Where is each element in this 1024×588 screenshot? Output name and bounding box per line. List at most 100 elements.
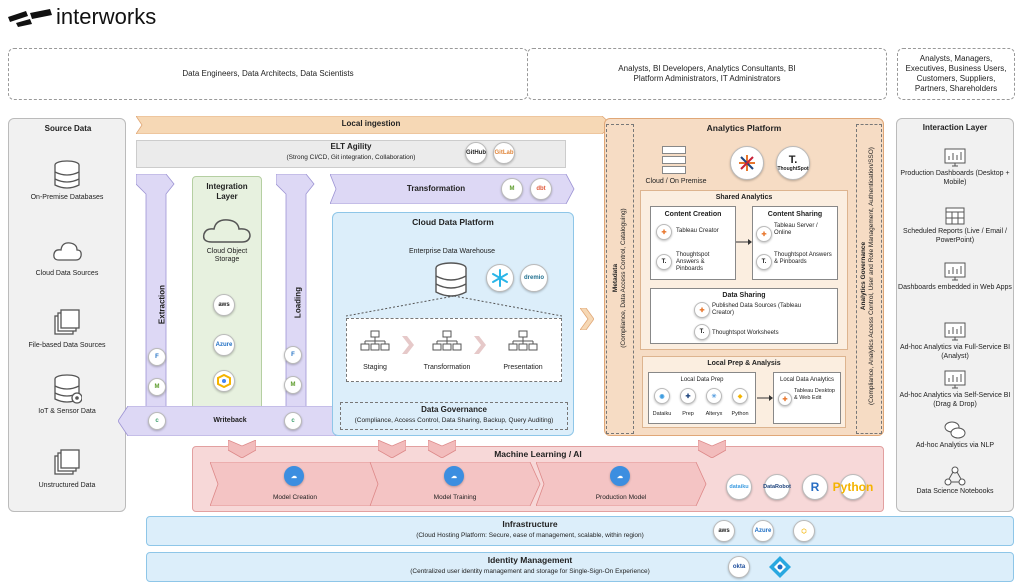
source-title: Source Data: [44, 124, 92, 133]
published-ds-icon: ✚: [694, 302, 710, 318]
census-load-icon: c: [284, 412, 302, 430]
interaction-item-label: Production Dashboards (Desktop + Mobile): [900, 170, 1010, 186]
local-data-analytics-title: Local Data Analytics: [779, 377, 835, 383]
infra-title: Infrastructure: [502, 519, 558, 529]
local-prep-title: Local Prep & Analysis: [707, 360, 781, 367]
local-data-prep-title: Local Data Prep: [680, 377, 724, 383]
azure-ad-icon: [769, 556, 791, 578]
okta-icon: okta: [728, 556, 750, 578]
source-item-label: IoT & Sensor Data: [38, 408, 96, 415]
thoughtspot-creator-label: Thoughtspot Answers & Pinboards: [676, 252, 710, 272]
local-ingestion-arrow: [136, 116, 613, 134]
governance-subtitle: (Compliance, Access Control, Data Sharin…: [354, 417, 554, 424]
loading-arrow: [276, 174, 315, 436]
edw-fan-lines: [346, 296, 562, 317]
persona-engineers: Data Engineers, Data Architects, Data Sc…: [8, 48, 528, 100]
hierarchy-icon: [432, 330, 462, 351]
cloud-icon: [53, 242, 82, 261]
interaction-title: Interaction Layer: [922, 123, 988, 132]
brand-logo: interworks: [8, 4, 168, 30]
source-item-label: Unstructured Data: [38, 482, 96, 489]
cdp-title: Cloud Data Platform: [412, 217, 494, 227]
identity-title: Identity Management: [487, 555, 573, 565]
stage-chevron-icon: [474, 336, 486, 354]
creation-to-sharing-arrow: [736, 239, 752, 245]
thoughtspot-icon: T.ThoughtSpot: [776, 146, 810, 180]
ml-brain-icon: ☁: [284, 466, 304, 486]
extraction-label: Extraction: [157, 284, 167, 325]
source-item-label: File-based Data Sources: [28, 342, 106, 349]
source-item-label: On-Premise Databases: [30, 194, 104, 201]
metadata-strip: [606, 124, 634, 434]
writeback-arrow: [118, 406, 337, 436]
content-creation-title: Content Creation: [664, 211, 722, 218]
content-sharing-title: Content Sharing: [767, 211, 823, 218]
prep-tool-label: Python: [731, 411, 749, 417]
matillion-load-icon: M: [284, 376, 302, 394]
prep-tool-label: Prep: [682, 411, 694, 417]
loading-label: Loading: [293, 286, 303, 319]
database-icon: [54, 160, 80, 189]
content-creation-box: [650, 206, 736, 280]
data-governance-box: [340, 402, 568, 430]
thoughtspot-sharing-label: Thoughtspot Answers & Pinboards: [774, 252, 832, 265]
published-ds-label: Published Data Sources (Tableau Creator): [712, 303, 802, 316]
ap-title: Analytics Platform: [706, 123, 782, 133]
tableau-creator-label: Tableau Creator: [676, 228, 719, 234]
iot-database-icon: [54, 374, 82, 404]
data-sharing-box: [650, 288, 838, 344]
fivetran-load-icon: F: [284, 346, 302, 364]
shared-analytics-title: Shared Analytics: [715, 194, 773, 201]
elt-title: ELT Agility: [330, 142, 372, 151]
stage-label: Transformation: [423, 364, 471, 371]
tableau-desktop-label: Tableau Desktop & Web Edit: [794, 388, 835, 401]
interaction-layer-panel: [896, 118, 1014, 512]
identity-bar: [146, 552, 1014, 582]
ap-cloud-label: Cloud / On Premise: [645, 178, 707, 185]
edw-label: Enterprise Data Warehouse: [408, 248, 496, 255]
prep-tool-icon: ✚: [680, 388, 696, 404]
stage-label: Staging: [363, 364, 387, 371]
aws-icon: aws: [213, 294, 235, 316]
local-ingestion-label: Local ingestion: [341, 119, 401, 128]
tableau-icon: [730, 146, 764, 180]
infra-gcp-icon: ⬡: [793, 520, 815, 542]
writeback-label: Writeback: [213, 417, 247, 424]
transformation-label: Transformation: [406, 184, 466, 193]
data-sharing-title: Data Sharing: [722, 292, 766, 299]
tableau-creator-icon: ✚: [656, 224, 672, 240]
dashboard-icon: [944, 148, 966, 167]
dremio-icon: dremio: [520, 264, 548, 292]
ml-step-label: Model Creation: [272, 494, 318, 501]
fivetran-icon: F: [148, 348, 166, 366]
laptop-analytics-icon: [944, 370, 966, 389]
tableau-server-label: Tableau Server / Online: [774, 223, 818, 236]
into-analytics-chevron-icon: [580, 308, 594, 330]
interaction-item-label: Ad-hoc Analytics via NLP: [915, 442, 995, 449]
interaction-item-label: Scheduled Reports (Live / Email / PowerP…: [903, 228, 1007, 244]
github-icon: GitHub: [465, 142, 487, 164]
thoughtspot-worksheets-icon: T.: [694, 324, 710, 340]
thoughtspot-creator-icon: T.: [656, 254, 672, 270]
calendar-icon: [945, 207, 965, 225]
census-icon: c: [148, 412, 166, 430]
network-icon: [944, 466, 966, 486]
ml-tool-icon: Python: [833, 474, 873, 500]
interaction-item-label: Dashboards embedded in Web Apps: [898, 284, 1012, 291]
gitlab-icon: GitLab: [493, 142, 515, 164]
analytics-governance-label: Analytics Governance (Compliance, Analyt…: [860, 147, 875, 405]
persona-analysts: Analysts, BI Developers, Analytics Consu…: [527, 48, 887, 100]
azure-icon: Azure: [213, 334, 235, 356]
ml-connector-chevron-icon: [228, 440, 256, 458]
ml-step-label: Model Training: [433, 494, 477, 501]
prep-tool-label: Alteryx: [705, 411, 723, 417]
prep-tool-icon: ◉: [654, 388, 670, 404]
logo-mark-icon: [8, 9, 52, 27]
ml-connector-chevron-icon: [698, 440, 726, 458]
ml-connector-chevron-icon: [378, 440, 406, 458]
stage-chevron-icon: [402, 336, 414, 354]
analytics-governance-strip: [856, 124, 882, 434]
governance-title: Data Governance: [421, 405, 487, 414]
ml-title: Machine Learning / AI: [494, 449, 582, 459]
server-stack-icon: [662, 146, 686, 174]
